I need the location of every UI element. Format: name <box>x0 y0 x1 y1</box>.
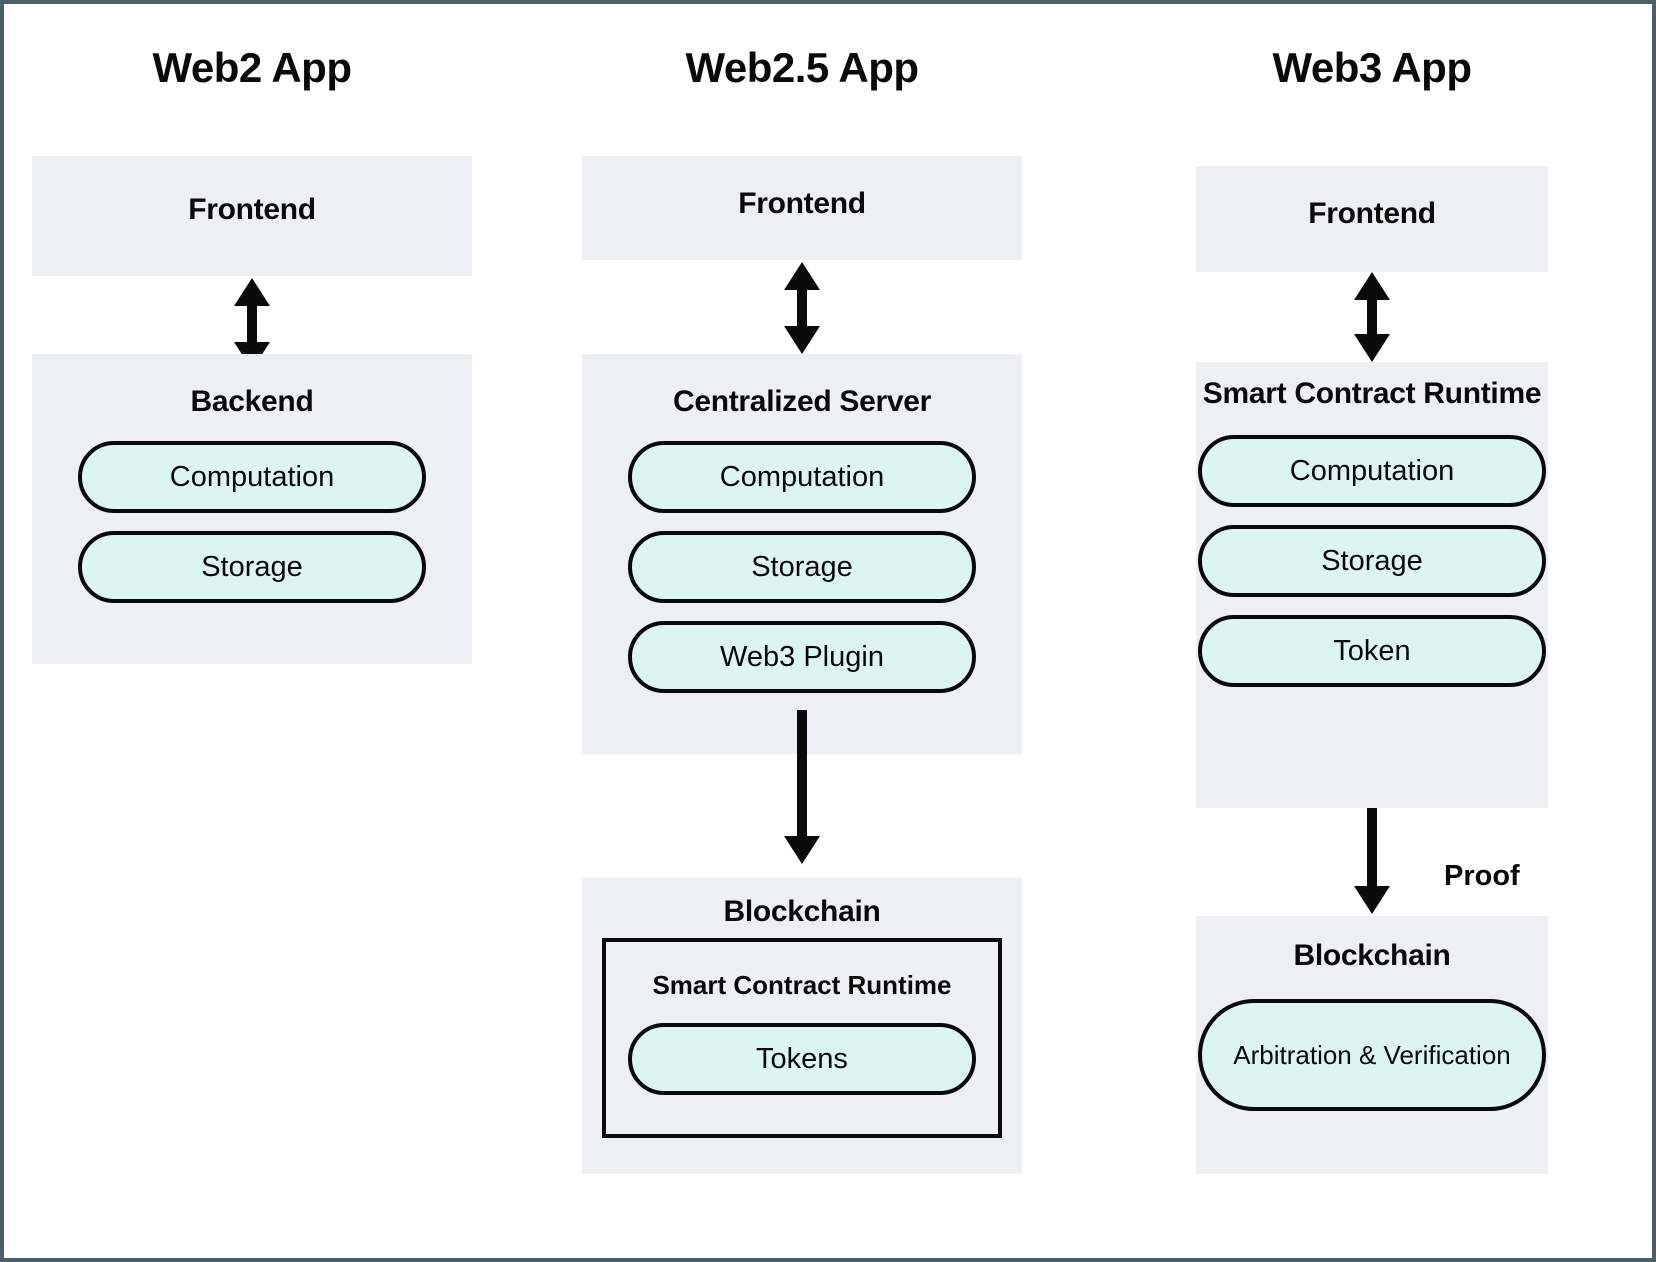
arrowhead-down-icon <box>784 836 820 864</box>
column-web3-app: Web3 App Frontend Smart Contract Runtime… <box>1196 4 1548 1258</box>
pill-web25-storage[interactable]: Storage <box>628 531 976 604</box>
arrow-web25-server-blockchain <box>582 710 1022 872</box>
pill-web3-token[interactable]: Token <box>1198 615 1546 688</box>
pill-web25-tokens[interactable]: Tokens <box>628 1023 976 1095</box>
block-web3-blockchain[interactable]: Blockchain Arbitration & Verification <box>1196 916 1548 1174</box>
arrowhead-down-icon <box>784 326 820 354</box>
pill-web2-storage[interactable]: Storage <box>78 531 426 604</box>
block-web25-frontend[interactable]: Frontend <box>582 156 1022 260</box>
arrowhead-down-icon <box>1354 886 1390 914</box>
arrowhead-down-icon <box>1354 334 1390 362</box>
arrow-shaft <box>247 302 257 346</box>
arrow-shaft <box>797 286 807 330</box>
block-label-web3-smart-contract-runtime: Smart Contract Runtime <box>1202 377 1542 410</box>
block-web3-smart-contract-runtime[interactable]: Smart Contract Runtime Computation Stora… <box>1196 362 1548 808</box>
arrow-web3-frontend-runtime <box>1196 272 1548 362</box>
pill-web3-storage[interactable]: Storage <box>1198 525 1546 598</box>
arrow-shaft <box>797 710 807 842</box>
block-web3-frontend[interactable]: Frontend <box>1196 166 1548 272</box>
block-label-web3-frontend: Frontend <box>1308 197 1436 230</box>
column-web25-app: Web2.5 App Frontend Centralized Server C… <box>582 4 1022 1258</box>
arrowhead-up-icon <box>234 278 270 306</box>
block-label-web25-centralized-server: Centralized Server <box>672 385 932 418</box>
inner-label-web25-smart-contract-runtime: Smart Contract Runtime <box>652 970 952 1000</box>
pill-web2-computation[interactable]: Computation <box>78 441 426 514</box>
column-title-web3: Web3 App <box>1272 44 1472 91</box>
pill-web3-computation[interactable]: Computation <box>1198 435 1546 508</box>
arrow-label-proof: Proof <box>1444 860 1520 892</box>
block-label-web2-backend: Backend <box>190 385 314 418</box>
inner-block-web25-smart-contract-runtime[interactable]: Smart Contract Runtime Tokens <box>602 938 1002 1138</box>
arrow-shaft <box>1367 808 1377 892</box>
arrowhead-up-icon <box>1354 272 1390 300</box>
block-web25-centralized-server[interactable]: Centralized Server Computation Storage W… <box>582 354 1022 754</box>
block-label-web2-frontend: Frontend <box>188 193 316 226</box>
column-title-web2: Web2 App <box>152 44 352 91</box>
block-label-web25-frontend: Frontend <box>738 187 866 220</box>
arrowhead-up-icon <box>784 262 820 290</box>
block-web2-frontend[interactable]: Frontend <box>32 156 472 276</box>
arrow-shaft <box>1367 296 1377 338</box>
pill-web3-arbitration-verification[interactable]: Arbitration & Verification <box>1198 999 1546 1112</box>
block-web25-blockchain[interactable]: Blockchain Smart Contract Runtime Tokens <box>582 878 1022 1174</box>
block-label-web3-blockchain: Blockchain <box>1293 939 1451 972</box>
arrow-web25-frontend-server <box>582 262 1022 354</box>
pill-web25-computation[interactable]: Computation <box>628 441 976 514</box>
arrow-web3-runtime-blockchain <box>1196 808 1548 922</box>
block-label-web25-blockchain: Blockchain <box>723 895 881 928</box>
column-title-web25: Web2.5 App <box>685 44 919 91</box>
pill-web25-web3-plugin[interactable]: Web3 Plugin <box>628 621 976 694</box>
block-web2-backend[interactable]: Backend Computation Storage <box>32 354 472 664</box>
column-web2-app: Web2 App Frontend Backend Computation St… <box>32 4 472 1258</box>
